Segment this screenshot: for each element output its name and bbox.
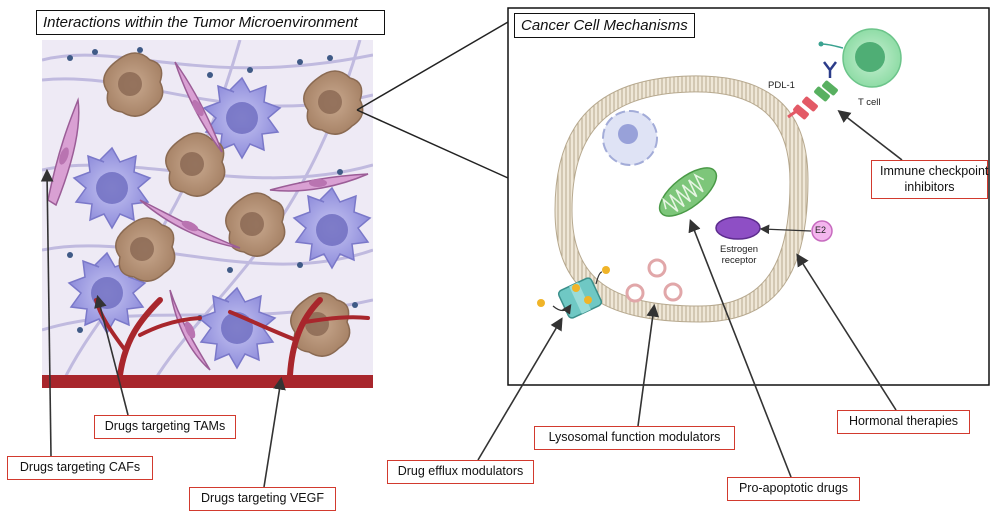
immune-checkpoint-line2: inhibitors	[904, 179, 955, 194]
arrow-hormonal	[796, 253, 897, 411]
arrow-tams	[94, 294, 129, 416]
zoom-line-bottom	[356, 109, 509, 179]
tcell-receptor-tip	[818, 41, 824, 47]
pdl1-receptor	[787, 96, 818, 120]
tme-title: Interactions within the Tumor Microenvir…	[36, 10, 385, 35]
pdl1-label: PDL-1	[768, 80, 795, 91]
drug-molecule	[602, 266, 610, 274]
arrow-lysosomal	[637, 303, 660, 427]
cancer-cell	[537, 28, 902, 323]
tcell-label: T cell	[858, 97, 881, 108]
arrow-immune	[837, 110, 903, 161]
drugs-tams-box: Drugs targeting TAMs	[94, 415, 236, 439]
drug-molecule	[572, 284, 580, 292]
zoom-line-top	[356, 21, 509, 111]
lysosomes	[625, 258, 683, 303]
arrow-efflux	[477, 317, 563, 461]
pd1-receptor	[814, 80, 838, 102]
e2-binding-arrow	[759, 224, 812, 235]
estrogen-receptor-label-line2: receptor	[721, 255, 757, 267]
drug-efflux-box: Drug efflux modulators	[387, 460, 534, 484]
drugs-cafs-box: Drugs targeting CAFs	[7, 456, 153, 480]
tme-panel	[42, 40, 373, 388]
mitochondrion	[658, 167, 718, 217]
immune-checkpoint-box: Immune checkpoint inhibitors	[871, 160, 989, 200]
e2-label: E2	[815, 225, 827, 235]
efflux-arrow	[552, 304, 572, 315]
drug-arrows	[40, 110, 903, 488]
arrow-cafs	[40, 168, 54, 457]
estrogen-receptor-label-line1: Estrogen	[719, 244, 759, 255]
arrow-vegf	[263, 376, 286, 488]
e2-hormone	[811, 220, 833, 242]
estrogen-receptor	[715, 216, 761, 240]
estrogen-receptor-label: Estrogen receptor	[713, 244, 765, 267]
antibody-icon	[823, 61, 837, 78]
cancer-cell-title: Cancer Cell Mechanisms	[514, 13, 695, 38]
arrow-proapoptotic	[688, 219, 792, 478]
efflux-arrow-2	[595, 271, 603, 285]
macrophage-nuclei	[91, 102, 348, 344]
t-cell-nucleus	[855, 42, 885, 72]
immune-checkpoint-line1: Immune checkpoint	[880, 164, 989, 178]
lysosomal-box: Lysosomal function modulators	[534, 426, 735, 450]
nucleolus	[618, 124, 638, 144]
drug-molecule	[537, 299, 545, 307]
pro-apoptotic-box: Pro-apoptotic drugs	[727, 477, 860, 501]
hormonal-box: Hormonal therapies	[837, 410, 970, 434]
fibroblast-nuclei	[59, 99, 327, 339]
drug-molecule	[584, 296, 592, 304]
drugs-vegf-box: Drugs targeting VEGF	[189, 487, 336, 511]
tcell-receptor	[821, 43, 844, 49]
blood-vessel	[42, 297, 373, 388]
